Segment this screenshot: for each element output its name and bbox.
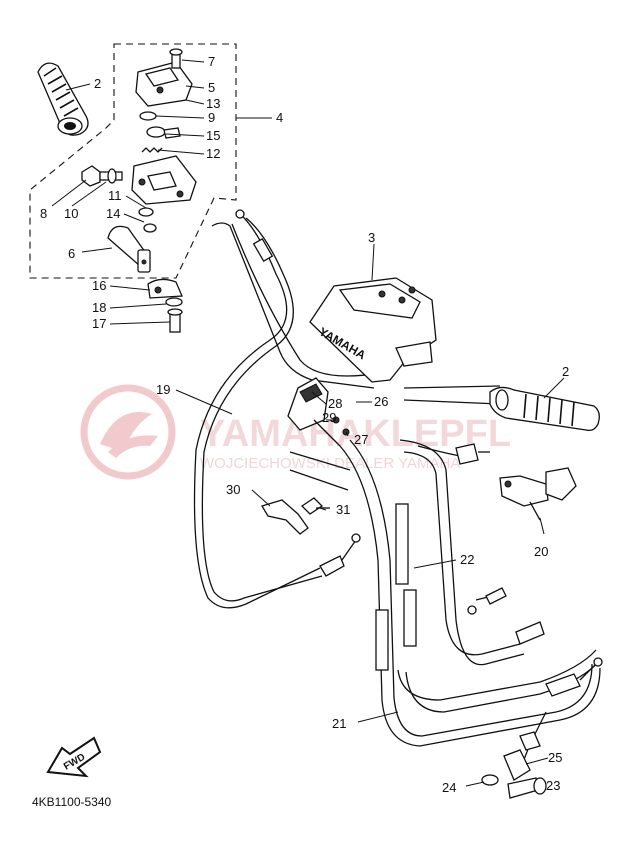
callout-10: 10 [64, 206, 78, 221]
bolt-8 [81, 165, 123, 187]
switch-small-parts [139, 111, 181, 153]
callout-4: 4 [276, 110, 283, 125]
callout-11: 11 [108, 188, 122, 203]
callout-18: 18 [92, 300, 106, 315]
start-switch-20 [499, 467, 577, 521]
callout-2-right: 2 [562, 364, 569, 379]
callout-27: 27 [354, 432, 368, 447]
callout-7: 7 [208, 54, 215, 69]
washer-14 [138, 207, 157, 233]
right-handlebar [403, 385, 501, 405]
throttle-cable-19 [193, 209, 361, 609]
cable-end-top [417, 443, 490, 465]
diagram-code: 4KB1100-5340 [32, 795, 112, 809]
handlebar-tube [211, 222, 387, 491]
callout-22: 22 [460, 552, 474, 567]
callout-12: 12 [206, 146, 220, 161]
callout-30: 30 [226, 482, 240, 497]
callout-23: 23 [546, 778, 560, 793]
callout-16: 16 [92, 278, 106, 293]
callout-9: 9 [208, 110, 215, 125]
callout-5: 5 [208, 80, 215, 95]
switch-upper-housing [135, 61, 193, 107]
handlebar-cover: YAMAHA [309, 277, 437, 383]
switch-lower-housing [131, 155, 197, 205]
callout-28: 28 [328, 396, 342, 411]
cable-adjuster-bottom [481, 711, 547, 799]
callouts: 7 2 5 13 9 4 15 12 8 10 11 14 6 3 16 18 … [40, 54, 569, 795]
callout-3: 3 [368, 230, 375, 245]
choke-lever [107, 225, 151, 273]
callout-8: 8 [40, 206, 47, 221]
callout-13: 13 [206, 96, 220, 111]
leader-lines [51, 59, 565, 787]
throttle-lever-30 [261, 497, 330, 535]
right-grip [489, 386, 600, 432]
callout-6: 6 [68, 246, 75, 261]
left-grip [37, 62, 89, 136]
callout-24: 24 [442, 780, 456, 795]
cable-22 [339, 439, 601, 747]
switch-clamp [147, 278, 183, 333]
fwd-arrow-icon: FWD [46, 736, 102, 778]
callout-31: 31 [336, 502, 350, 517]
callout-21: 21 [332, 716, 346, 731]
throttle-housing [287, 377, 350, 447]
callout-26: 26 [374, 394, 388, 409]
screw-7 [169, 48, 183, 69]
callout-19: 19 [156, 382, 170, 397]
callout-29: 29 [322, 410, 336, 425]
cable-21 [397, 587, 603, 713]
callout-20: 20 [534, 544, 548, 559]
callout-2-left: 2 [94, 76, 101, 91]
callout-25: 25 [548, 750, 562, 765]
callout-17: 17 [92, 316, 106, 331]
callout-15: 15 [206, 128, 220, 143]
callout-14: 14 [106, 206, 120, 221]
switch-assembly-frame [29, 43, 237, 279]
